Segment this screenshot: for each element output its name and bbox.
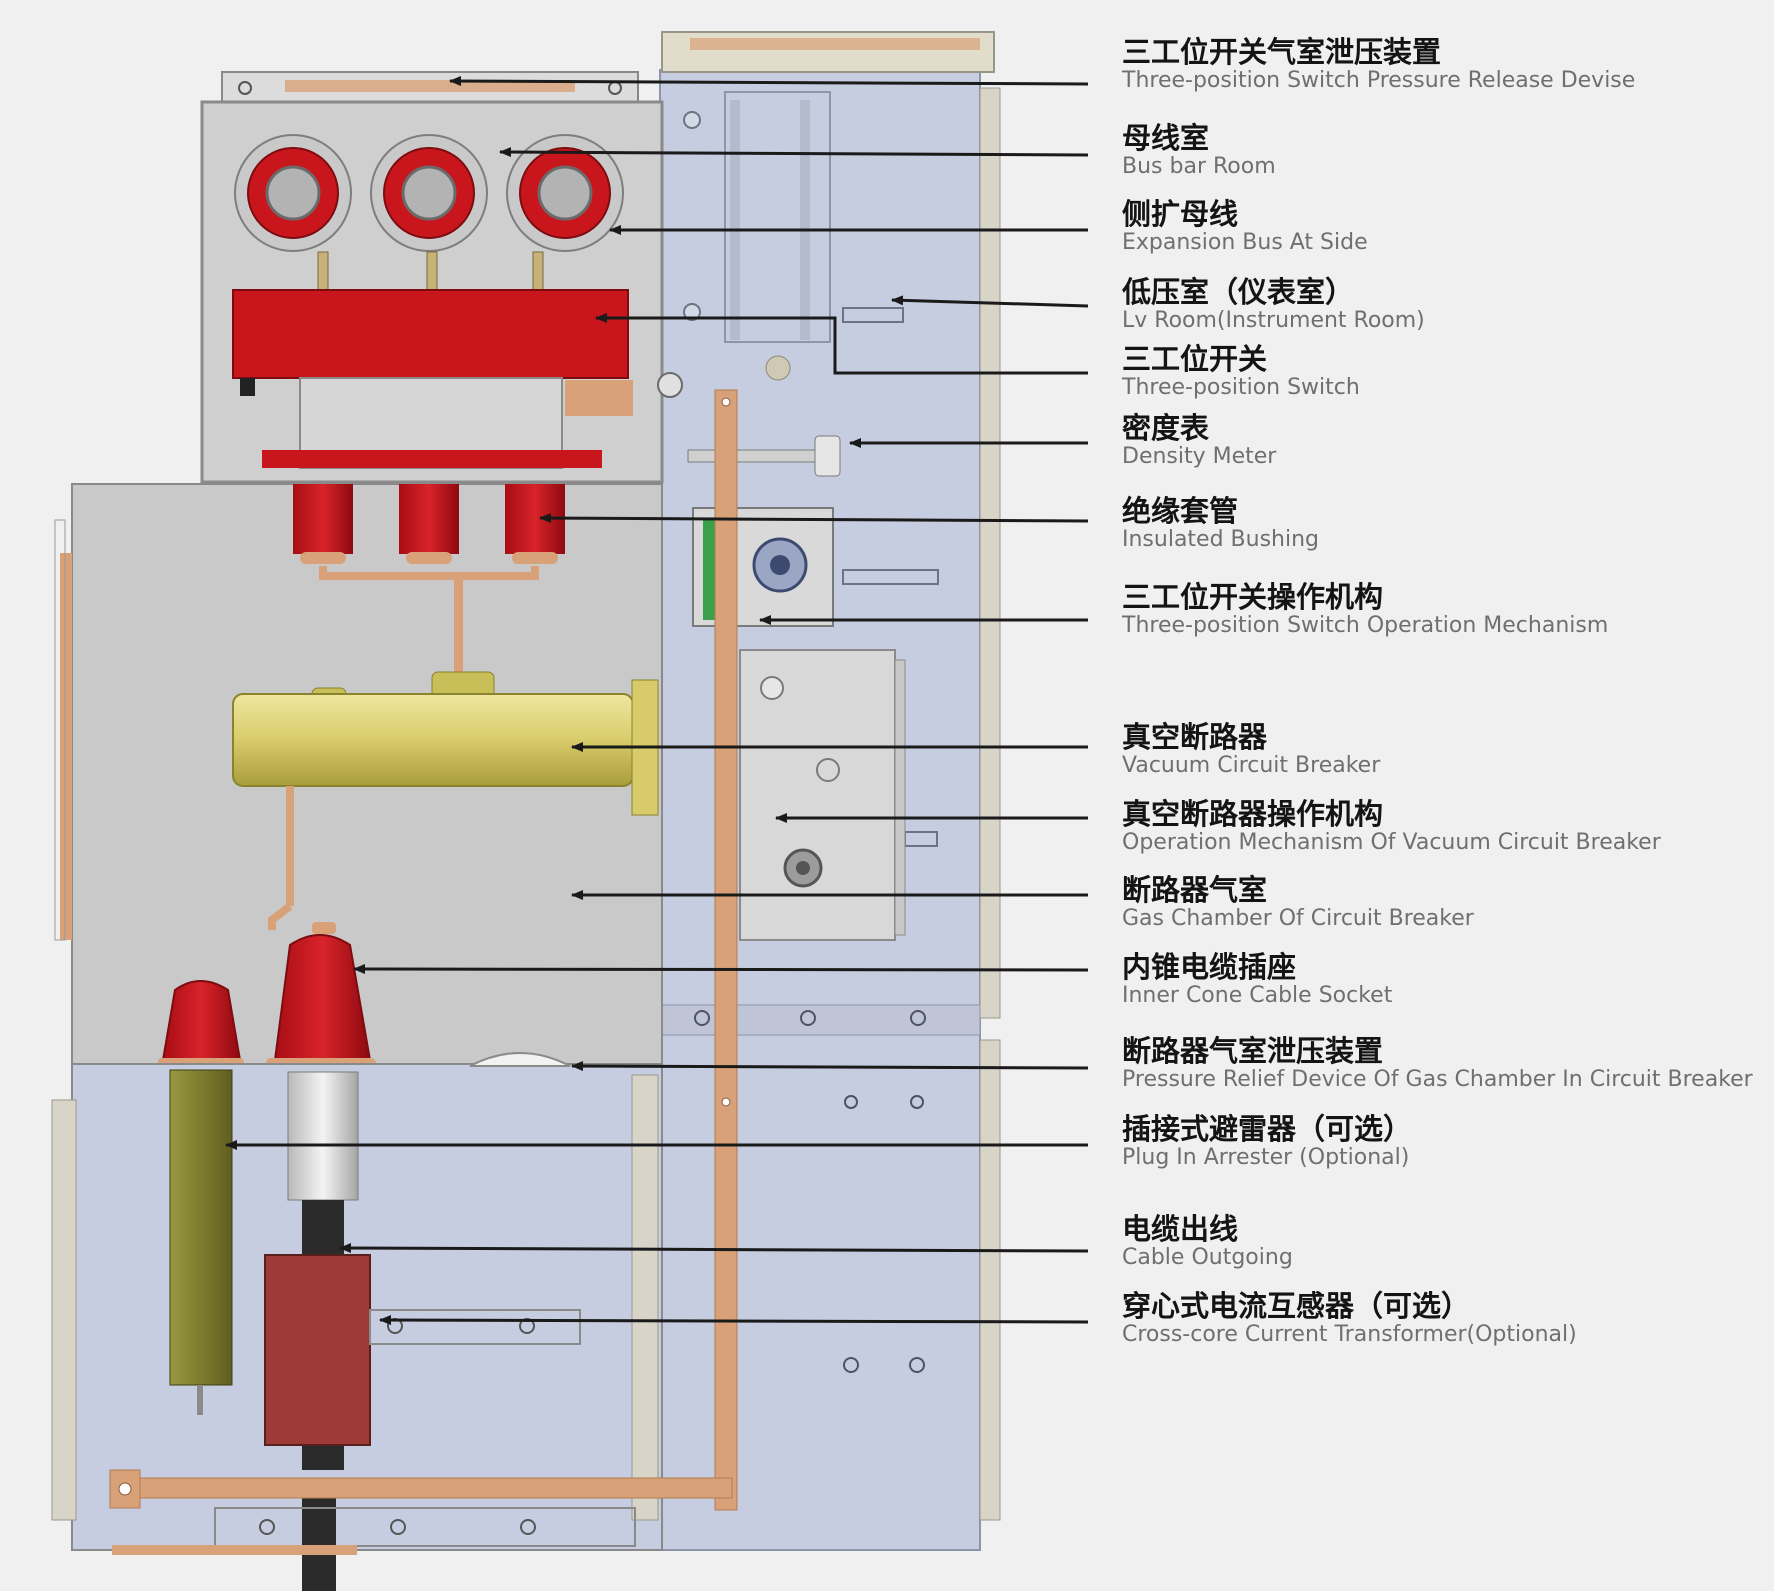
leader-line bbox=[539, 513, 1089, 524]
leader-line bbox=[571, 1061, 1089, 1072]
label-zh: 绝缘套管 bbox=[1122, 494, 1239, 528]
label-zh: 内锥电缆插座 bbox=[1122, 950, 1297, 984]
label-zh: 三工位开关气室泄压装置 bbox=[1122, 35, 1442, 69]
label-insulated-bushing: 绝缘套管 Insulated Bushing bbox=[1122, 495, 1762, 553]
label-gas-chamber: 断路器气室 Gas Chamber Of Circuit Breaker bbox=[1122, 874, 1762, 932]
leader-line bbox=[499, 147, 1089, 158]
label-en: Plug In Arrester (Optional) bbox=[1122, 1145, 1410, 1170]
label-en: Expansion Bus At Side bbox=[1122, 230, 1368, 255]
leader-line bbox=[339, 1243, 1089, 1254]
label-pressure-relief-device: 断路器气室泄压装置 Pressure Relief Device Of Gas … bbox=[1122, 1035, 1762, 1093]
label-zh: 断路器气室 bbox=[1122, 873, 1268, 907]
label-en: Inner Cone Cable Socket bbox=[1122, 983, 1393, 1008]
label-plug-in-arrester: 插接式避雷器（可选） Plug In Arrester (Optional) bbox=[1122, 1113, 1762, 1171]
label-cable-outgoing: 电缆出线 Cable Outgoing bbox=[1122, 1213, 1762, 1271]
label-inner-cone-cable-socket: 内锥电缆插座 Inner Cone Cable Socket bbox=[1122, 951, 1762, 1009]
busbar-bushing bbox=[234, 134, 352, 252]
label-switch-operation-mechanism: 三工位开关操作机构 Three-position Switch Operatio… bbox=[1122, 581, 1762, 639]
leader-line bbox=[595, 313, 1088, 375]
label-zh: 断路器气室泄压装置 bbox=[1122, 1034, 1384, 1068]
label-en: Lv Room(Instrument Room) bbox=[1122, 308, 1425, 333]
label-en: Three-position Switch bbox=[1122, 375, 1360, 400]
label-en: Density Meter bbox=[1122, 444, 1277, 469]
label-zh: 真空断路器 bbox=[1122, 720, 1268, 754]
label-zh: 密度表 bbox=[1122, 411, 1210, 445]
busbar-bushing bbox=[506, 134, 624, 252]
label-en: Operation Mechanism Of Vacuum Circuit Br… bbox=[1122, 830, 1661, 855]
leader-line bbox=[379, 1315, 1089, 1326]
label-en: Cross-core Current Transformer(Optional) bbox=[1122, 1322, 1577, 1347]
label-zh: 母线室 bbox=[1122, 121, 1210, 155]
label-current-transformer: 穿心式电流互感器（可选） Cross-core Current Transfor… bbox=[1122, 1290, 1762, 1348]
label-busbar-room: 母线室 Bus bar Room bbox=[1122, 122, 1762, 180]
label-pressure-release-devise: 三工位开关气室泄压装置 Three-position Switch Pressu… bbox=[1122, 36, 1762, 94]
label-en: Gas Chamber Of Circuit Breaker bbox=[1122, 906, 1474, 931]
label-expansion-bus: 侧扩母线 Expansion Bus At Side bbox=[1122, 198, 1762, 256]
label-zh: 三工位开关操作机构 bbox=[1122, 580, 1384, 614]
label-en: Vacuum Circuit Breaker bbox=[1122, 753, 1381, 778]
label-zh: 穿心式电流互感器（可选） bbox=[1122, 1289, 1471, 1323]
label-zh: 低压室（仪表室） bbox=[1122, 275, 1355, 309]
label-en: Bus bar Room bbox=[1122, 154, 1276, 179]
cable-room bbox=[51, 1063, 733, 1591]
label-zh: 三工位开关 bbox=[1122, 342, 1268, 376]
label-three-position-switch: 三工位开关 Three-position Switch bbox=[1122, 343, 1762, 401]
breaker-gas-chamber bbox=[54, 483, 663, 1074]
leader-line bbox=[449, 76, 1089, 87]
label-en: Three-position Switch Pressure Release D… bbox=[1122, 68, 1636, 93]
label-en: Three-position Switch Operation Mechanis… bbox=[1122, 613, 1609, 638]
label-zh: 插接式避雷器（可选） bbox=[1122, 1112, 1413, 1146]
busbar-room bbox=[200, 71, 683, 484]
leader-line bbox=[353, 964, 1089, 975]
label-breaker-operation-mechanism: 真空断路器操作机构 Operation Mechanism Of Vacuum … bbox=[1122, 798, 1762, 856]
label-zh: 侧扩母线 bbox=[1122, 197, 1239, 231]
label-zh: 电缆出线 bbox=[1122, 1212, 1239, 1246]
busbar-bushing bbox=[370, 134, 488, 252]
leader-line bbox=[891, 295, 1089, 308]
label-en: Pressure Relief Device Of Gas Chamber In… bbox=[1122, 1067, 1753, 1092]
label-lv-room: 低压室（仪表室） Lv Room(Instrument Room) bbox=[1122, 276, 1762, 334]
leader-lines bbox=[225, 76, 1089, 1326]
label-en: Cable Outgoing bbox=[1122, 1245, 1293, 1270]
label-vacuum-circuit-breaker: 真空断路器 Vacuum Circuit Breaker bbox=[1122, 721, 1762, 779]
label-density-meter: 密度表 Density Meter bbox=[1122, 412, 1762, 470]
label-en: Insulated Bushing bbox=[1122, 527, 1320, 552]
label-zh: 真空断路器操作机构 bbox=[1122, 797, 1384, 831]
pressure-relief-disk bbox=[469, 1052, 571, 1067]
